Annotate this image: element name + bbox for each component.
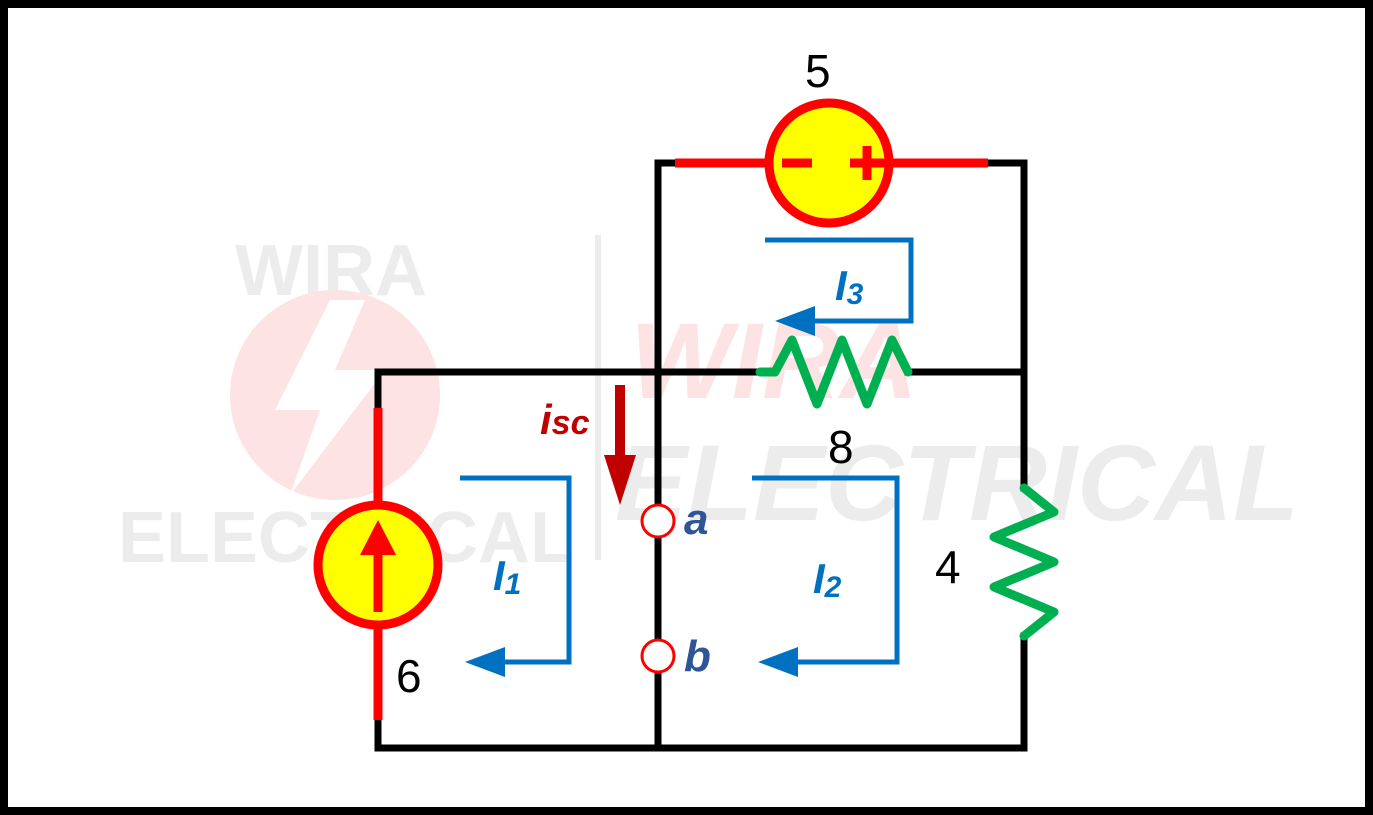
mesh-arrow-2 bbox=[752, 475, 900, 665]
voltage-source-body bbox=[764, 98, 894, 228]
wire-top-left bbox=[374, 368, 764, 412]
watermark-divider bbox=[595, 235, 601, 560]
mesh-arrows bbox=[460, 237, 914, 665]
mesh-label-1: I1 bbox=[493, 552, 521, 601]
watermark-center: WIRA ELECTRICAL bbox=[615, 300, 1299, 543]
current-source-value: 6 bbox=[396, 650, 422, 702]
watermark-bolt-icon bbox=[275, 300, 385, 495]
voltage-source-value: 5 bbox=[805, 45, 831, 97]
wires bbox=[374, 159, 1028, 752]
wire-vs-right bbox=[984, 159, 1028, 376]
arrow-left-icon bbox=[465, 647, 505, 677]
watermark-center-top: WIRA bbox=[630, 300, 918, 421]
resistor-top-value: 8 bbox=[828, 421, 854, 473]
mesh-arrow-1 bbox=[460, 475, 572, 665]
terminal-b-label: b bbox=[684, 632, 711, 681]
resistor-top bbox=[755, 335, 913, 409]
current-source bbox=[313, 408, 443, 720]
arrow-left-icon bbox=[775, 306, 815, 336]
mesh-arrow-3 bbox=[765, 237, 914, 324]
resistor-right bbox=[989, 483, 1059, 641]
terminal-b bbox=[640, 638, 676, 674]
mesh-label-3: I3 bbox=[835, 262, 864, 311]
mesh-label-2: I2 bbox=[813, 555, 842, 604]
arrow-up-icon bbox=[360, 520, 396, 555]
wire-bottom bbox=[374, 632, 1028, 752]
watermark-center-bottom: ELECTRICAL bbox=[615, 422, 1299, 543]
isc-label: isc bbox=[540, 396, 590, 443]
voltage-source bbox=[675, 98, 988, 228]
arrow-down-icon bbox=[604, 455, 636, 505]
terminal-a-label: a bbox=[684, 495, 708, 544]
resistor-right-value: 4 bbox=[935, 541, 961, 593]
terminal-a bbox=[640, 503, 676, 539]
arrow-left-icon bbox=[758, 647, 798, 677]
